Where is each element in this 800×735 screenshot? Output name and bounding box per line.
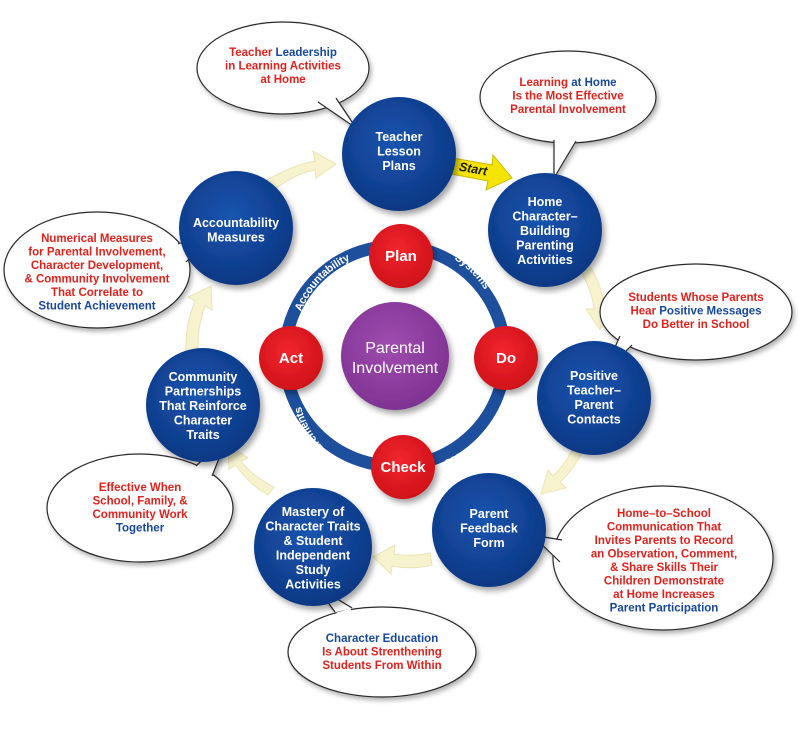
center-label-line1: Parental <box>365 340 425 357</box>
svg-text:Do: Do <box>496 350 516 367</box>
svg-text:Act: Act <box>279 350 303 367</box>
start-arrow-shape <box>450 153 513 191</box>
node-plan: Plan <box>369 224 433 288</box>
arrow-accountability-to-teacher <box>261 150 337 194</box>
node-do: Do <box>474 326 538 390</box>
ring-label-measurements: Measurements <box>292 406 346 472</box>
ring-label-accountability: Accountability <box>293 251 353 312</box>
arrow-feedback-to-mastery <box>372 544 433 576</box>
center-label-line2: Involvement <box>352 360 439 377</box>
node-check: Check <box>371 435 435 499</box>
center-node <box>341 302 449 410</box>
arrow-community-to-accountability <box>185 285 213 353</box>
start-arrow: Start <box>450 153 513 191</box>
start-label: Start <box>458 160 489 179</box>
svg-text:Check: Check <box>380 459 426 476</box>
cycle-arrows <box>185 150 613 576</box>
arrow-positive-to-feedback <box>540 442 586 495</box>
svg-text:Plan: Plan <box>385 248 417 265</box>
node-act: Act <box>259 326 323 390</box>
arrow-mastery-to-community <box>227 443 275 496</box>
